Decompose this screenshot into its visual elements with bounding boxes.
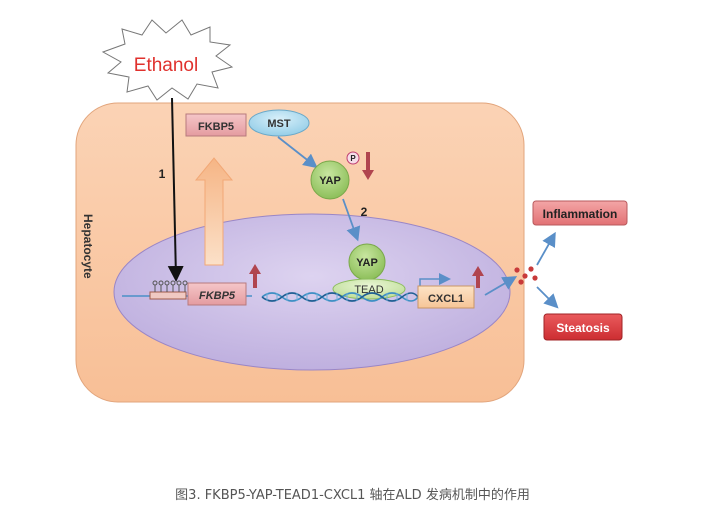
cxcl1-label: CXCL1 (428, 293, 464, 305)
methylation-marks (152, 280, 188, 292)
steatosis-label: Steatosis (556, 321, 610, 335)
translation-arrow (194, 157, 234, 266)
hepatocyte-label: Hepatocyte (81, 214, 95, 279)
yap-cytoplasm (310, 160, 350, 200)
step2-label: 2 (361, 205, 368, 219)
mst-protein (248, 109, 310, 137)
mst-label: MST (267, 118, 291, 130)
fkbp5-gene-label: FKBP5 (199, 290, 236, 302)
ethanol-to-gene-arrow (167, 97, 184, 282)
to-inflammation-arrow (536, 231, 556, 266)
steatosis-box (543, 313, 623, 341)
mst-to-yap-arrow (277, 136, 318, 169)
dna-rungs (266, 293, 408, 301)
yap-cytoplasm-label: YAP (319, 175, 341, 187)
secretion-arrow (484, 276, 518, 296)
inflammation-label: Inflammation (543, 207, 618, 221)
ethanol-label: Ethanol (134, 55, 198, 76)
step1-label: 1 (159, 167, 166, 181)
phospho-label: P (350, 154, 356, 163)
dna-helix (261, 292, 419, 302)
figure-caption: 图3. FKBP5-YAP-TEAD1-CXCL1 轴在ALD 发病机制中的作用 (175, 488, 530, 503)
secreted-cxcl1-dots (514, 266, 538, 285)
yap-phospho-down-arrow (362, 152, 374, 180)
fkbp5-protein-label: FKBP5 (198, 121, 234, 133)
fkbp5-up-arrow (249, 264, 261, 288)
fkbp5-gene (187, 282, 247, 306)
promoter-region (149, 291, 187, 300)
to-steatosis-arrow (536, 286, 559, 309)
inflammation-box (532, 200, 628, 226)
yap-translocation-arrow (342, 198, 361, 242)
ethanol-starburst (101, 19, 234, 101)
cxcl1-gene (417, 285, 475, 309)
cxcl1-up-arrow (472, 266, 484, 288)
phospho-marker (346, 151, 360, 165)
fkbp5-protein (185, 113, 247, 137)
yap-nucleus-label: YAP (356, 257, 378, 269)
